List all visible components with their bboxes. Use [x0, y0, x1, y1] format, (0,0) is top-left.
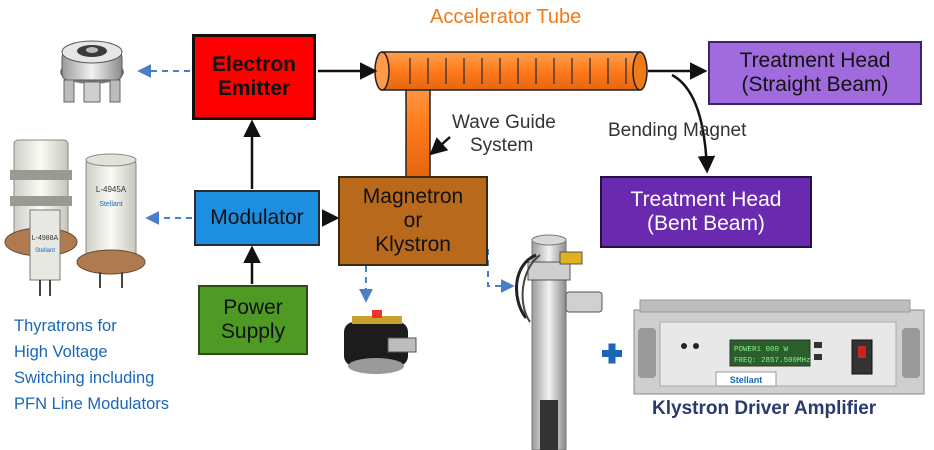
treatment-head-straight-block: Treatment Head (Straight Beam) — [708, 41, 922, 105]
treatment-head-bent-label-1: Treatment Head — [630, 187, 782, 211]
svg-text:L-4988A: L-4988A — [32, 235, 59, 242]
wave-guide-label-1: Wave Guide — [452, 112, 556, 133]
svg-text:Stellant: Stellant — [99, 201, 122, 208]
thyratron-caption-line: Thyratrons for — [14, 317, 117, 335]
plus-icon — [602, 343, 622, 364]
electron-gun-photo — [60, 40, 124, 103]
treatment-head-bent-label-2: (Bent Beam) — [647, 212, 765, 235]
thyratron-caption-line: PFN Line Modulators — [14, 395, 169, 413]
svg-text:L-4945A: L-4945A — [96, 185, 127, 194]
magnetron-label-3: Klystron — [375, 233, 451, 257]
magnetron-photo — [344, 310, 417, 374]
wave-guide-label-2: System — [470, 134, 534, 156]
svg-text:Stellant: Stellant — [730, 375, 763, 385]
treatment-head-straight-label-1: Treatment Head — [739, 48, 891, 72]
power-supply-block: Power Supply — [198, 285, 308, 355]
electron-emitter-label-2: Emitter — [217, 77, 291, 100]
wave-guide-label: Wave Guide System — [452, 112, 556, 158]
bending-magnet-label: Bending Magnet — [608, 120, 747, 141]
power-supply-label-1: Power — [223, 295, 283, 319]
modulator-label: Modulator — [210, 205, 304, 229]
klystron-driver-amplifier-photo: POWER1 000 W FREQ: 2857.500MHz Stellant — [633, 299, 925, 395]
accelerator-tube — [374, 51, 648, 178]
magnetron-label-2: or — [403, 208, 423, 232]
svg-text:POWER1 000 W: POWER1 000 W — [734, 346, 789, 354]
magnetron-klystron-block: Magnetron or Klystron — [338, 176, 488, 266]
accelerator-tube-label: Accelerator Tube — [430, 6, 582, 28]
modulator-block: Modulator — [194, 190, 320, 246]
electron-emitter-label-1: Electron — [211, 52, 297, 76]
thyratron-caption-line: Switching including — [14, 369, 155, 387]
treatment-head-bent-block: Treatment Head (Bent Beam) — [600, 176, 812, 248]
klystron-driver-caption: Klystron Driver Amplifier — [652, 398, 877, 419]
thyratron-caption: Thyratrons for High Voltage Switching in… — [14, 313, 169, 417]
magnetron-label-1: Magnetron — [362, 184, 464, 208]
thyratron-caption-line: High Voltage — [14, 343, 108, 361]
thyratron-tubes-photo: L-4988A Stellant L-4945A Stellant — [4, 139, 146, 296]
signal-arrows — [243, 62, 716, 284]
svg-text:FREQ: 2857.500MHz: FREQ: 2857.500MHz — [734, 357, 811, 365]
power-supply-label-2: Supply — [220, 320, 286, 343]
treatment-head-straight-label-2: (Straight Beam) — [741, 73, 889, 96]
klystron-photo — [515, 234, 603, 450]
electron-emitter-block: Electron Emitter — [192, 34, 316, 120]
svg-text:Stellant: Stellant — [35, 248, 55, 254]
